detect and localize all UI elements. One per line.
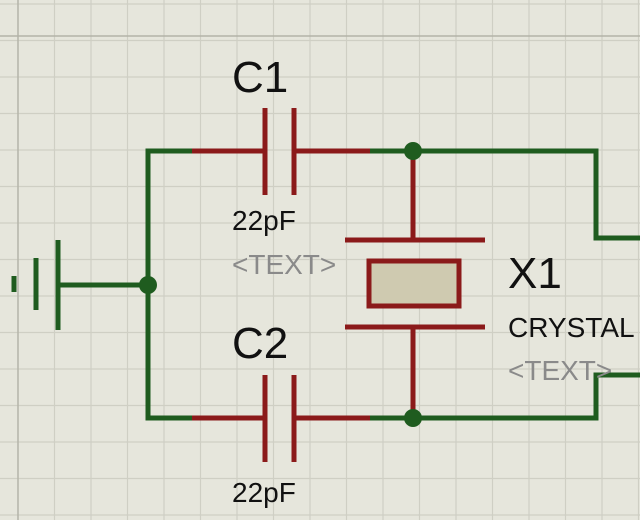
junction-dot [139,276,157,294]
crystal-x1[interactable] [345,151,485,418]
c1-ref-label: C1 [232,53,288,102]
x1-ref-label: X1 [508,249,562,298]
ground-icon[interactable] [11,240,61,330]
c2-ref-label: C2 [232,319,288,368]
c2-value-label: 22pF [232,477,296,508]
junctions [139,142,422,427]
junction-dot [404,142,422,160]
capacitor-c2[interactable] [192,375,370,462]
c1-text-placeholder: <TEXT> [232,249,336,280]
c1-value-label: 22pF [232,205,296,236]
wire-right-bottom[interactable] [593,372,640,421]
x1-value-label: CRYSTAL [508,312,635,343]
x1-text-placeholder: <TEXT> [508,355,612,386]
capacitor-c1[interactable] [192,108,370,195]
wire-right-top[interactable] [593,148,640,241]
junction-dot [404,409,422,427]
